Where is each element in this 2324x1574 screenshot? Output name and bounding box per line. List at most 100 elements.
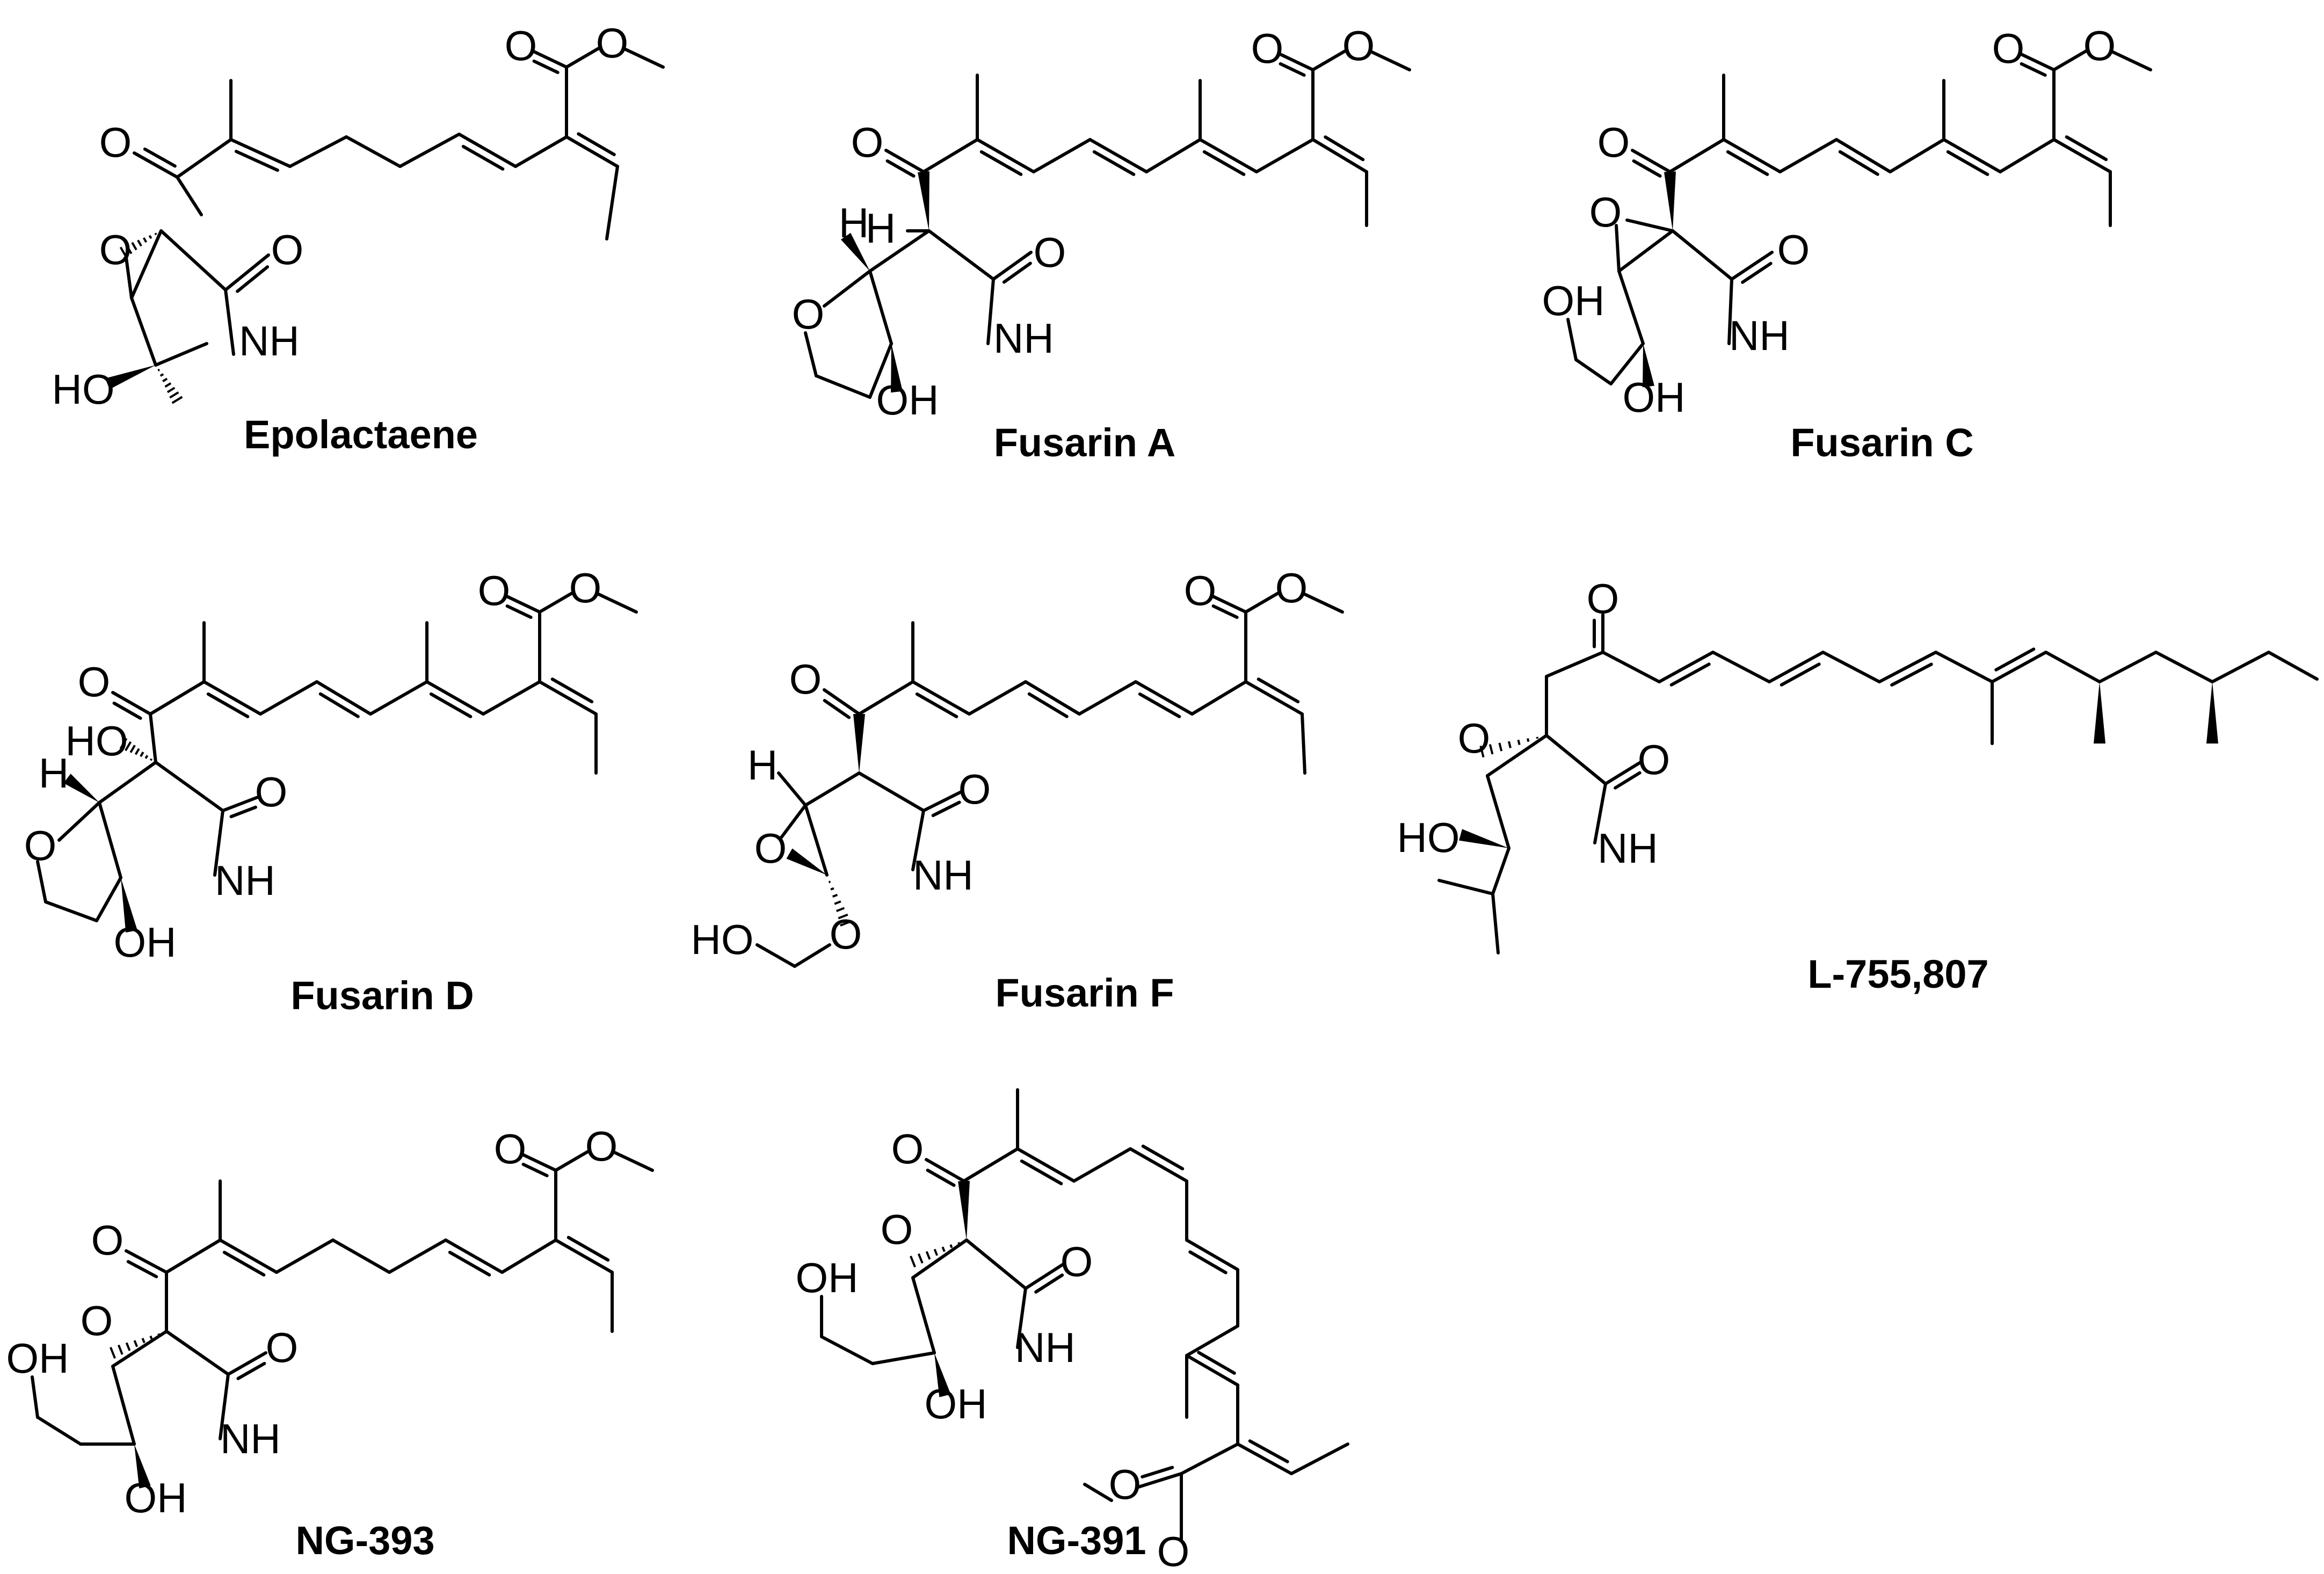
bond-line	[1609, 342, 1645, 385]
hash-bond	[1527, 738, 1530, 742]
bond-line	[165, 1238, 222, 1274]
bond-line	[130, 296, 157, 367]
wedge-bond	[2206, 682, 2218, 744]
bond-line	[176, 138, 233, 179]
bond-line	[1185, 1354, 1239, 1387]
wedge-bond	[786, 848, 827, 875]
atom-label: OH	[1623, 374, 1686, 421]
double-bond-line	[126, 1260, 158, 1279]
bond-line	[98, 801, 122, 879]
bond-line	[605, 165, 619, 241]
hash-bond	[125, 244, 133, 254]
double-bond-line	[1141, 1466, 1174, 1478]
bond-line	[1301, 712, 1306, 775]
hash-bond	[125, 741, 132, 752]
bond-line	[820, 1335, 874, 1365]
bond-line	[804, 771, 861, 807]
atom-label: O	[24, 822, 57, 869]
bond-line	[398, 133, 461, 168]
bond-line	[514, 135, 568, 168]
double-bond-line	[1092, 150, 1136, 176]
bond-line	[36, 860, 47, 903]
double-bond-line	[1632, 159, 1662, 178]
bond-line	[911, 809, 925, 871]
bond-line	[538, 592, 573, 614]
bond-line	[1999, 138, 2056, 173]
hash-bond	[832, 893, 838, 898]
bond-line	[1255, 138, 1314, 173]
double-bond-line	[234, 150, 279, 172]
atom-label: O	[1342, 22, 1375, 69]
bond-line	[1545, 734, 1607, 785]
atom-label: OH	[796, 1254, 859, 1301]
bond-line	[2211, 651, 2270, 683]
double-bond-line	[461, 144, 505, 171]
bond-line	[2154, 651, 2214, 683]
bond-line	[922, 138, 979, 173]
atom-label: H	[866, 205, 896, 252]
atom-label: O	[881, 1206, 913, 1253]
double-bond-line	[885, 159, 916, 178]
bond-line	[500, 1238, 557, 1274]
bond-line	[1145, 138, 1202, 173]
bond-line	[2044, 651, 2101, 683]
bond-line	[1601, 651, 1661, 683]
compound-name-l-755807: L-755,807	[1807, 952, 1988, 996]
hash-bond	[133, 1340, 139, 1347]
bond-line	[1671, 229, 1733, 281]
double-bond-line	[236, 265, 270, 293]
double-bond-line	[318, 692, 360, 718]
bond-line	[962, 1147, 1019, 1183]
atom-label: HO	[691, 916, 754, 963]
atom-label: O	[851, 119, 884, 166]
bond-line	[149, 712, 157, 764]
atom-label: HO	[1397, 814, 1460, 861]
bond-line	[976, 138, 1035, 173]
bond-line	[2098, 651, 2158, 683]
hash-bond	[154, 232, 157, 236]
atom-label: HO	[66, 717, 128, 764]
bond-line	[1185, 1238, 1239, 1271]
double-bond-line	[1138, 692, 1181, 718]
double-bond-line	[236, 1361, 266, 1380]
atom-label: NH	[913, 851, 974, 899]
bond-line	[1290, 1442, 1349, 1475]
atom-label: OH	[125, 1474, 187, 1521]
bond-line	[565, 135, 619, 168]
atom-label: O	[91, 1216, 124, 1264]
bond-line	[1889, 138, 1945, 173]
double-bond-line	[915, 692, 958, 718]
bond-line	[213, 809, 224, 877]
bond-line	[858, 771, 925, 812]
atom-label: O	[958, 766, 991, 813]
atom-label: O	[1184, 567, 1217, 614]
atom-label: NH	[239, 317, 300, 365]
atom-label: O	[255, 768, 288, 815]
bond-line	[1437, 879, 1494, 895]
atom-label: O	[1992, 25, 2025, 72]
bond-line	[531, 49, 568, 69]
bond-line	[1658, 651, 1715, 683]
bond-line	[1244, 680, 1304, 716]
bond-line	[165, 1330, 230, 1376]
bond-line	[1566, 318, 1578, 361]
bond-line	[133, 151, 179, 179]
bond-line	[369, 680, 429, 716]
bond-line	[229, 138, 292, 168]
bond-line	[1277, 52, 1314, 71]
double-bond-line	[823, 698, 851, 719]
hash-bond	[129, 745, 136, 753]
atom-label: O	[792, 290, 825, 338]
bond-line	[1722, 138, 1782, 173]
bond-line	[815, 374, 872, 399]
bond-line	[221, 796, 259, 812]
double-bond-line	[926, 1168, 956, 1187]
atom-label: O	[1458, 715, 1491, 762]
double-bond-line	[143, 147, 177, 168]
atom-label: HO	[52, 366, 115, 413]
bond-line	[823, 269, 872, 308]
hash-bond	[836, 907, 845, 912]
bond-line	[1236, 1442, 1293, 1475]
